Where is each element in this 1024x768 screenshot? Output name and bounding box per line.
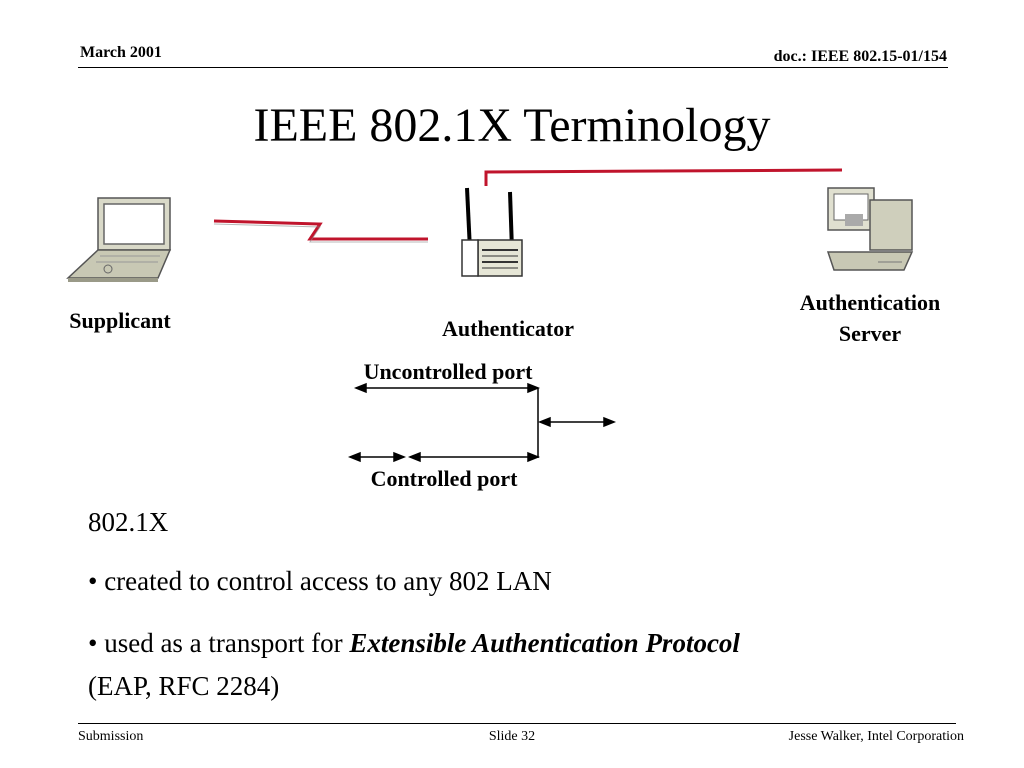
wired-link [484,168,843,186]
server-label-line2: Server [838,321,902,346]
footer-submission: Submission [78,729,144,744]
slide-title: IEEE 802.1X Terminology [253,99,771,152]
bullet-1: • created to control access to any 802 L… [88,566,552,596]
bullet-2-prefix: • used as a transport for [88,628,350,658]
footer-author: Jesse Walker, Intel Corporation [788,729,964,744]
controlled-port-arrow-right [407,451,541,463]
server-icon [826,187,914,271]
server-label-line1: Authentication [799,290,941,315]
controlled-port-label: Controlled port [370,466,518,491]
authenticator-label: Authenticator [442,316,574,341]
bullet-2-continuation: (EAP, RFC 2284) [88,671,280,701]
body-heading: 802.1X [88,507,169,537]
bullet-2: • used as a transport for Extensible Aut… [88,628,740,659]
uncontrolled-port-arrow [353,382,541,394]
controlled-port-arrow-left [347,451,407,463]
laptop-icon [66,197,172,282]
wireless-link [213,219,428,243]
external-port-arrow [537,416,617,428]
supplicant-label: Supplicant [69,308,171,333]
access-point-icon [461,187,523,277]
footer-rule [78,723,956,724]
footer-slide-number: Slide 32 [488,729,536,744]
header-date: March 2001 [80,44,162,61]
header-doc-id: doc.: IEEE 802.15-01/154 [773,48,947,65]
header-rule [78,67,948,68]
uncontrolled-port-label: Uncontrolled port [363,359,533,384]
bullet-2-emphasis: Extensible Authentication Protocol [349,628,740,658]
